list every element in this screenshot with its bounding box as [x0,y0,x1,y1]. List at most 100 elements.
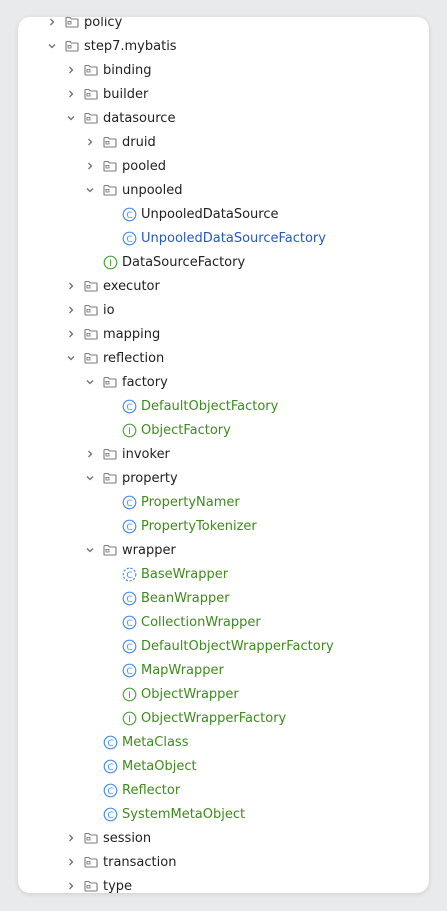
class-icon: C [121,590,137,606]
folder-icon [102,446,118,462]
chevron-right-icon[interactable] [63,62,79,78]
chevron-right-icon[interactable] [63,278,79,294]
folder-icon [83,278,99,294]
chevron-right-icon[interactable] [82,446,98,462]
tree-item-label: BaseWrapper [141,566,229,582]
chevron-down-icon[interactable] [63,350,79,366]
tree-item-mapping[interactable]: mapping [18,322,429,346]
tree-item-defaultobjectfactory[interactable]: C DefaultObjectFactory [18,394,429,418]
chevron-right-icon[interactable] [63,326,79,342]
svg-text:C: C [126,210,132,220]
class-icon: C [121,638,137,654]
svg-text:I: I [128,714,131,724]
class-icon: C [102,782,118,798]
tree-item-label: policy [84,17,123,30]
tree-item-invoker[interactable]: invoker [18,442,429,466]
tree-item-label: factory [122,374,168,390]
tree-item-reflection[interactable]: reflection [18,346,429,370]
tree-item-druid[interactable]: druid [18,130,429,154]
chevron-down-icon[interactable] [82,182,98,198]
svg-text:C: C [126,402,132,412]
folder-icon [102,470,118,486]
svg-text:C: C [107,810,113,820]
tree-item-label: Reflector [122,782,181,798]
folder-icon [83,110,99,126]
class-icon: C [121,398,137,414]
tree-item-reflector[interactable]: C Reflector [18,778,429,802]
tree-item-session[interactable]: session [18,826,429,850]
tree-item-datasource[interactable]: datasource [18,106,429,130]
chevron-right-icon[interactable] [63,878,79,893]
tree-item-label: reflection [103,350,165,366]
tree-item-label: io [103,302,115,318]
tree-item-factory[interactable]: factory [18,370,429,394]
chevron-down-icon[interactable] [44,38,60,54]
tree-item-executor[interactable]: executor [18,274,429,298]
tree-item-label: CollectionWrapper [141,614,261,630]
chevron-down-icon[interactable] [82,374,98,390]
tree-item-label: datasource [103,110,176,126]
tree-item-label: pooled [122,158,167,174]
chevron-down-icon[interactable] [63,110,79,126]
tree-item-step7-mybatis[interactable]: step7.mybatis [18,34,429,58]
tree-item-label: transaction [103,854,177,870]
tree-item-pooled[interactable]: pooled [18,154,429,178]
tree-item-label: PropertyTokenizer [141,518,257,534]
svg-text:C: C [126,642,132,652]
tree-item-io[interactable]: io [18,298,429,322]
interface-icon: I [121,710,137,726]
tree-item-objectwrapperfactory[interactable]: I ObjectWrapperFactory [18,706,429,730]
chevron-down-icon[interactable] [82,542,98,558]
tree-item-systemmetaobject[interactable]: C SystemMetaObject [18,802,429,826]
chevron-right-icon[interactable] [63,86,79,102]
tree-item-type[interactable]: type [18,874,429,893]
chevron-right-icon[interactable] [82,134,98,150]
chevron-right-icon[interactable] [44,17,60,30]
class-icon: C [121,494,137,510]
tree-item-propertytokenizer[interactable]: C PropertyTokenizer [18,514,429,538]
tree-item-label: SystemMetaObject [122,806,246,822]
folder-icon [83,878,99,893]
tree-item-policy[interactable]: policy [18,17,429,34]
tree-item-property[interactable]: property [18,466,429,490]
svg-text:C: C [107,762,113,772]
tree-item-wrapper[interactable]: wrapper [18,538,429,562]
tree-item-label: PropertyNamer [141,494,240,510]
tree-item-label: session [103,830,152,846]
class-icon: C [102,806,118,822]
tree-item-transaction[interactable]: transaction [18,850,429,874]
svg-text:C: C [126,522,132,532]
chevron-right-icon[interactable] [63,302,79,318]
chevron-right-icon[interactable] [63,854,79,870]
folder-icon [102,158,118,174]
chevron-right-icon[interactable] [63,830,79,846]
tree-item-binding[interactable]: binding [18,58,429,82]
tree-item-label: mapping [103,326,161,342]
tree-item-basewrapper[interactable]: C BaseWrapper [18,562,429,586]
chevron-down-icon[interactable] [82,470,98,486]
tree-item-label: builder [103,86,149,102]
folder-icon [83,86,99,102]
chevron-right-icon[interactable] [82,158,98,174]
folder-icon [102,182,118,198]
class-icon: C [121,230,137,246]
tree-item-builder[interactable]: builder [18,82,429,106]
svg-text:C: C [107,786,113,796]
svg-text:C: C [126,570,132,580]
tree-item-label: DefaultObjectFactory [141,398,279,414]
tree-item-unpooled[interactable]: unpooled [18,178,429,202]
tree-item-label: ObjectWrapperFactory [141,710,287,726]
